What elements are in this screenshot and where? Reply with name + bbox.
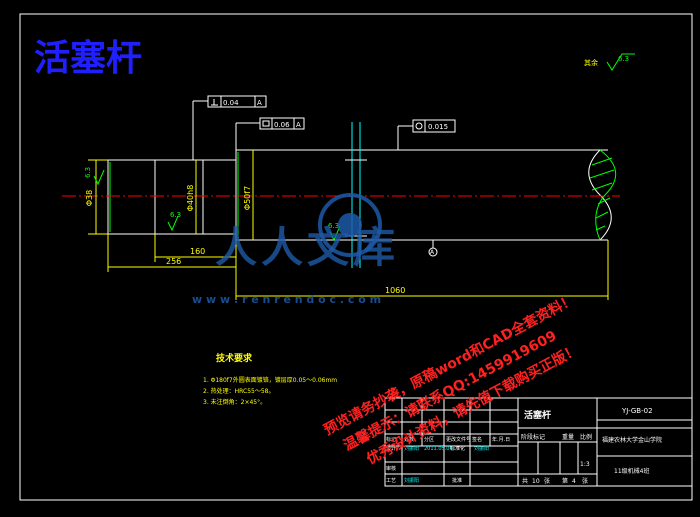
tb-label-sign: 签名 <box>472 436 482 443</box>
gdt-cylindricity <box>397 119 456 150</box>
tb-label-process: 工艺 <box>386 478 396 484</box>
rod-edge-lines <box>109 152 239 238</box>
datum-a-symbol <box>428 239 438 257</box>
tb-label-design: 设计 <box>386 445 396 452</box>
roughness-mid-icon <box>167 215 179 232</box>
rough-right-label: 6.3 <box>328 222 339 230</box>
tech-line-3: 3. 未注倒角：2×45°。 <box>203 398 266 406</box>
watermark-site: w w w . r e n r e n d o c . c o m <box>192 293 381 306</box>
tech-line-1: 1. Φ180f7外圆表面镀铬，镀层厚0.05～0.06mm <box>203 376 337 384</box>
dia-mid-label: Φ40h8 <box>186 185 195 212</box>
tech-line-2: 2. 热处理：HRC55～58。 <box>203 387 274 395</box>
tb-process-name: 刘振阳 <box>404 477 419 484</box>
tb-label-scale: 比例 <box>580 433 592 441</box>
part-name: 活塞杆 <box>524 409 551 421</box>
tb-label-review: 审核 <box>386 465 396 472</box>
rough-left-label: 6.3 <box>84 167 92 178</box>
dim-1060-label: 1060 <box>385 286 405 295</box>
drawing-frame <box>19 13 693 501</box>
tb-label-stage: 阶段标记 <box>521 433 545 441</box>
roughness-symbol-icon <box>606 53 635 71</box>
tb-std-name: 刘振阳 <box>474 445 489 452</box>
tb-label-date: 年.月.日 <box>492 436 510 443</box>
title-block-grid <box>384 397 693 487</box>
tb-sheet-no-unit: 张 <box>582 477 588 485</box>
tb-label-zone: 分区 <box>424 436 434 443</box>
dim-160-label: 160 <box>190 247 205 256</box>
roughness-left-icon <box>93 169 105 186</box>
tb-designer: 刘振阳 <box>404 445 419 452</box>
tb-label-mark: 标记 <box>386 436 396 443</box>
roughness-right-icon <box>329 225 341 242</box>
tb-sheet-no-label: 第 <box>562 477 568 485</box>
gdt-flatness-value: 0.06 <box>274 121 290 129</box>
school-name: 福建农林大学金山学院 <box>602 436 662 444</box>
big-title: 活塞杆 <box>34 37 142 79</box>
gdt-perpendicularity <box>192 95 267 160</box>
dia-right-label: Φ50f7 <box>243 186 252 210</box>
tb-label-doc-no: 更改文件号 <box>446 436 471 443</box>
dim-256-label: 256 <box>166 257 181 266</box>
length-dim-lines <box>107 234 609 300</box>
gdt-perpendicularity-datum: A <box>257 99 262 107</box>
tb-sheets-unit: 张 <box>544 477 550 485</box>
break-section <box>588 149 617 241</box>
gdt-cylindricity-value: 0.015 <box>428 123 448 131</box>
tb-sheets-total-label: 共 <box>522 477 528 485</box>
tb-designer-date: 2011.05.06 <box>424 446 453 452</box>
roughness-note-label: 其余 <box>584 58 598 67</box>
rod-outline <box>107 149 608 241</box>
tb-label-approve: 批准 <box>452 477 462 484</box>
rough-mid-label: 6.3 <box>170 211 181 219</box>
tech-heading: 技术要求 <box>216 352 253 364</box>
watermark-logo-text: 人人文库 <box>215 223 399 272</box>
tb-scale-value: 1:3 <box>580 461 590 468</box>
diameter-dim-lines <box>88 150 254 240</box>
gdt-flatness-datum: A <box>296 121 301 129</box>
dia-left-label: Φ38 <box>85 190 94 206</box>
tb-label-weight: 重量 <box>562 433 574 441</box>
tb-sheet-no: 4 <box>572 478 576 485</box>
tb-label-count: 处数 <box>404 436 414 443</box>
roughness-note-value: 6.3 <box>618 55 629 63</box>
class-name: 11级机械4班 <box>614 467 649 475</box>
watermark-logo-icon <box>318 193 382 257</box>
tb-label-std: 标准化 <box>450 445 465 452</box>
drawing-no: YJ-GB-02 <box>621 407 653 415</box>
tb-sheets-total: 10 <box>532 478 540 485</box>
gdt-flatness <box>235 117 305 162</box>
gdt-perpendicularity-value: 0.04 <box>223 99 239 107</box>
datum-a-label: A <box>430 249 435 256</box>
